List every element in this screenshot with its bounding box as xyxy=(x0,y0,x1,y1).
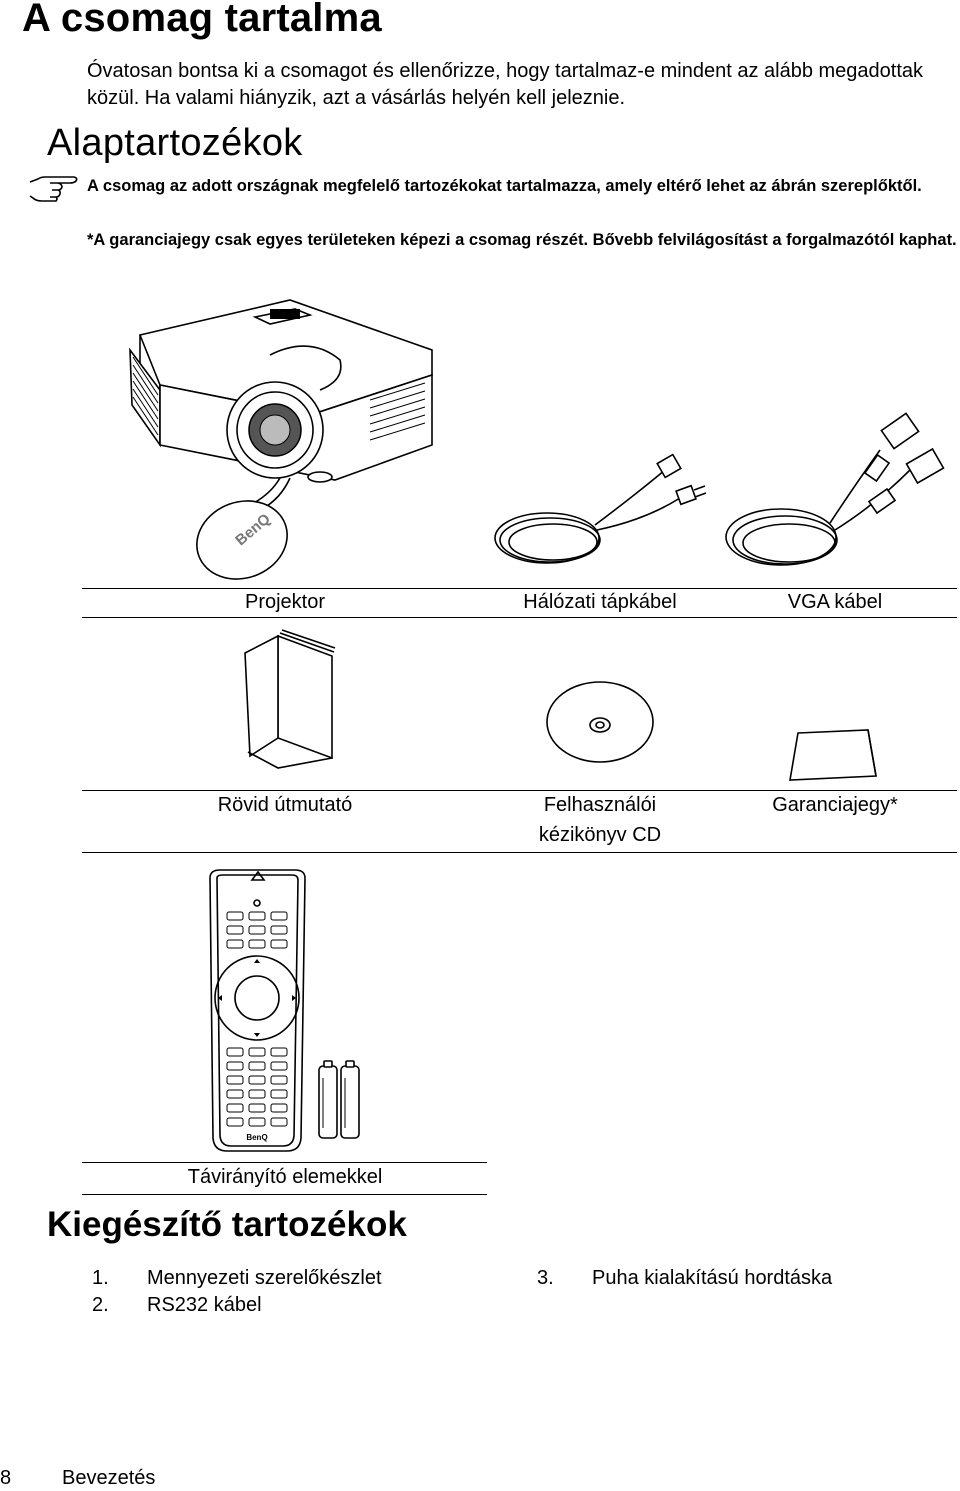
row3-bottom-rule xyxy=(82,1194,487,1195)
footer-section-title: Bevezetés xyxy=(62,1467,156,1489)
quick-guide-icon xyxy=(244,629,336,769)
optional-accessories-heading: Kiegészítő tartozékok xyxy=(47,1205,407,1244)
standard-accessories-heading: Alaptartozékok xyxy=(47,122,303,164)
caption-warranty-card: Garanciajegy* xyxy=(772,794,898,816)
batteries-icon xyxy=(318,1060,360,1139)
caption-vga-cable: VGA kábel xyxy=(787,591,883,613)
optional-item-number: 2. xyxy=(92,1294,109,1316)
caption-quick-guide: Rövid útmutató xyxy=(217,794,353,816)
page-number: 8 xyxy=(0,1467,12,1489)
optional-item-label: RS232 kábel xyxy=(147,1294,262,1316)
caption-remote-control: Távirányító elemekkel xyxy=(187,1166,383,1188)
warranty-card-icon xyxy=(789,729,877,781)
page-title: A csomag tartalma xyxy=(22,0,382,40)
row3-top-rule xyxy=(82,1162,487,1163)
caption-user-manual-cd: Felhasználói kézikönyv CD xyxy=(538,794,662,846)
pointing-hand-icon xyxy=(29,176,78,202)
caption-power-cord: Hálózati tápkábel xyxy=(523,591,677,613)
optional-item-label: Mennyezeti szerelőkészlet xyxy=(147,1267,382,1289)
projector-icon: BenQ xyxy=(129,299,433,580)
optional-item-label: Puha kialakítású hordtáska xyxy=(592,1267,833,1289)
caption-projector: Projektor xyxy=(244,591,326,613)
row2-top-rule xyxy=(82,790,957,791)
intro-text: Óvatosan bontsa ki a csomagot és ellenőr… xyxy=(87,60,924,109)
remote-logo: BenQ xyxy=(246,1133,267,1142)
remote-control-icon: BenQ xyxy=(209,869,360,1152)
vga-cable-icon xyxy=(725,412,945,566)
row2-bottom-rule xyxy=(82,852,957,853)
optional-item-number: 1. xyxy=(92,1267,109,1289)
row1-bottom-rule xyxy=(82,617,957,618)
optional-item-number: 3. xyxy=(537,1267,554,1289)
cd-icon xyxy=(546,681,654,763)
note-country-specific: A csomag az adott országnak megfelelő ta… xyxy=(87,177,922,195)
note-warranty: *A garanciajegy csak egyes területeken k… xyxy=(87,231,957,249)
power-cord-icon xyxy=(494,453,707,564)
row1-top-rule xyxy=(82,588,957,589)
